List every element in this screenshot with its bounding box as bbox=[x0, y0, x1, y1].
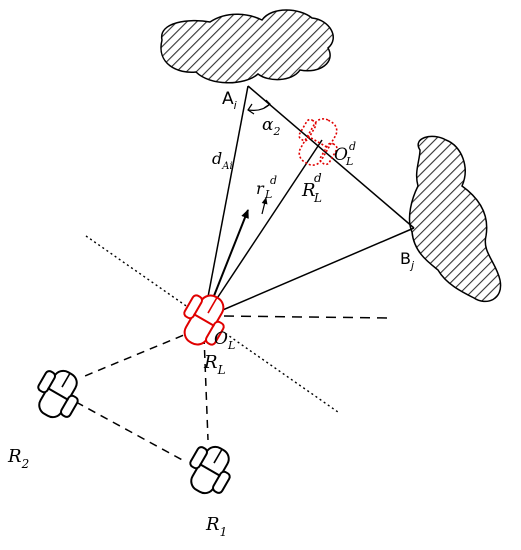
obstacle-b-icon bbox=[408, 135, 502, 303]
svg-text:L: L bbox=[264, 188, 272, 201]
svg-text:Ai: Ai bbox=[222, 89, 237, 112]
dashed-to-r1 bbox=[203, 335, 209, 441]
svg-text:L: L bbox=[345, 155, 353, 168]
svg-text:R2: R2 bbox=[7, 446, 29, 471]
leader-robot-icon bbox=[183, 294, 225, 346]
label-d-ai: dAi bbox=[212, 149, 233, 172]
label-R-L: RL bbox=[203, 352, 226, 377]
svg-text:R: R bbox=[301, 180, 316, 201]
label-R-L-d: R L d bbox=[301, 171, 322, 205]
svg-text:α2: α2 bbox=[262, 115, 280, 138]
label-b: Bj bbox=[400, 249, 415, 272]
label-r-l-d: r L d bbox=[256, 174, 277, 201]
svg-text:Bj: Bj bbox=[400, 249, 415, 272]
obstacle-a-icon bbox=[160, 9, 334, 84]
svg-text:L: L bbox=[313, 191, 322, 205]
line-a-b bbox=[247, 85, 415, 229]
label-O-L-d: O L d bbox=[334, 140, 356, 168]
label-alpha: α2 bbox=[262, 115, 280, 138]
dashed-r2-r1 bbox=[75, 401, 187, 463]
svg-text:r: r bbox=[256, 179, 265, 198]
angle-arrow-right-icon bbox=[263, 99, 271, 109]
label-a: Ai bbox=[222, 89, 237, 112]
label-R2: R2 bbox=[7, 446, 29, 471]
svg-text:d: d bbox=[270, 174, 277, 187]
svg-text:OL: OL bbox=[214, 329, 235, 352]
svg-text:d: d bbox=[314, 171, 322, 185]
follower-r2-icon bbox=[37, 369, 79, 419]
dotted-axis bbox=[85, 235, 339, 413]
svg-text:d: d bbox=[349, 140, 356, 153]
follower-r1-icon bbox=[189, 445, 231, 495]
svg-text:R1: R1 bbox=[205, 514, 227, 539]
svg-text:dAi: dAi bbox=[212, 149, 233, 172]
dashed-to-r2 bbox=[79, 329, 197, 379]
line-leader-b bbox=[203, 227, 415, 319]
rl-arrow-icon bbox=[261, 197, 268, 215]
angle-arrow-left-icon bbox=[247, 103, 255, 115]
label-O-L: OL bbox=[214, 329, 235, 352]
dashed-right bbox=[223, 315, 391, 319]
svg-text:O: O bbox=[334, 145, 348, 165]
svg-text:RL: RL bbox=[203, 352, 226, 377]
line-leader-target bbox=[203, 139, 323, 319]
label-R1: R1 bbox=[205, 514, 227, 539]
line-leader-a bbox=[203, 85, 249, 319]
